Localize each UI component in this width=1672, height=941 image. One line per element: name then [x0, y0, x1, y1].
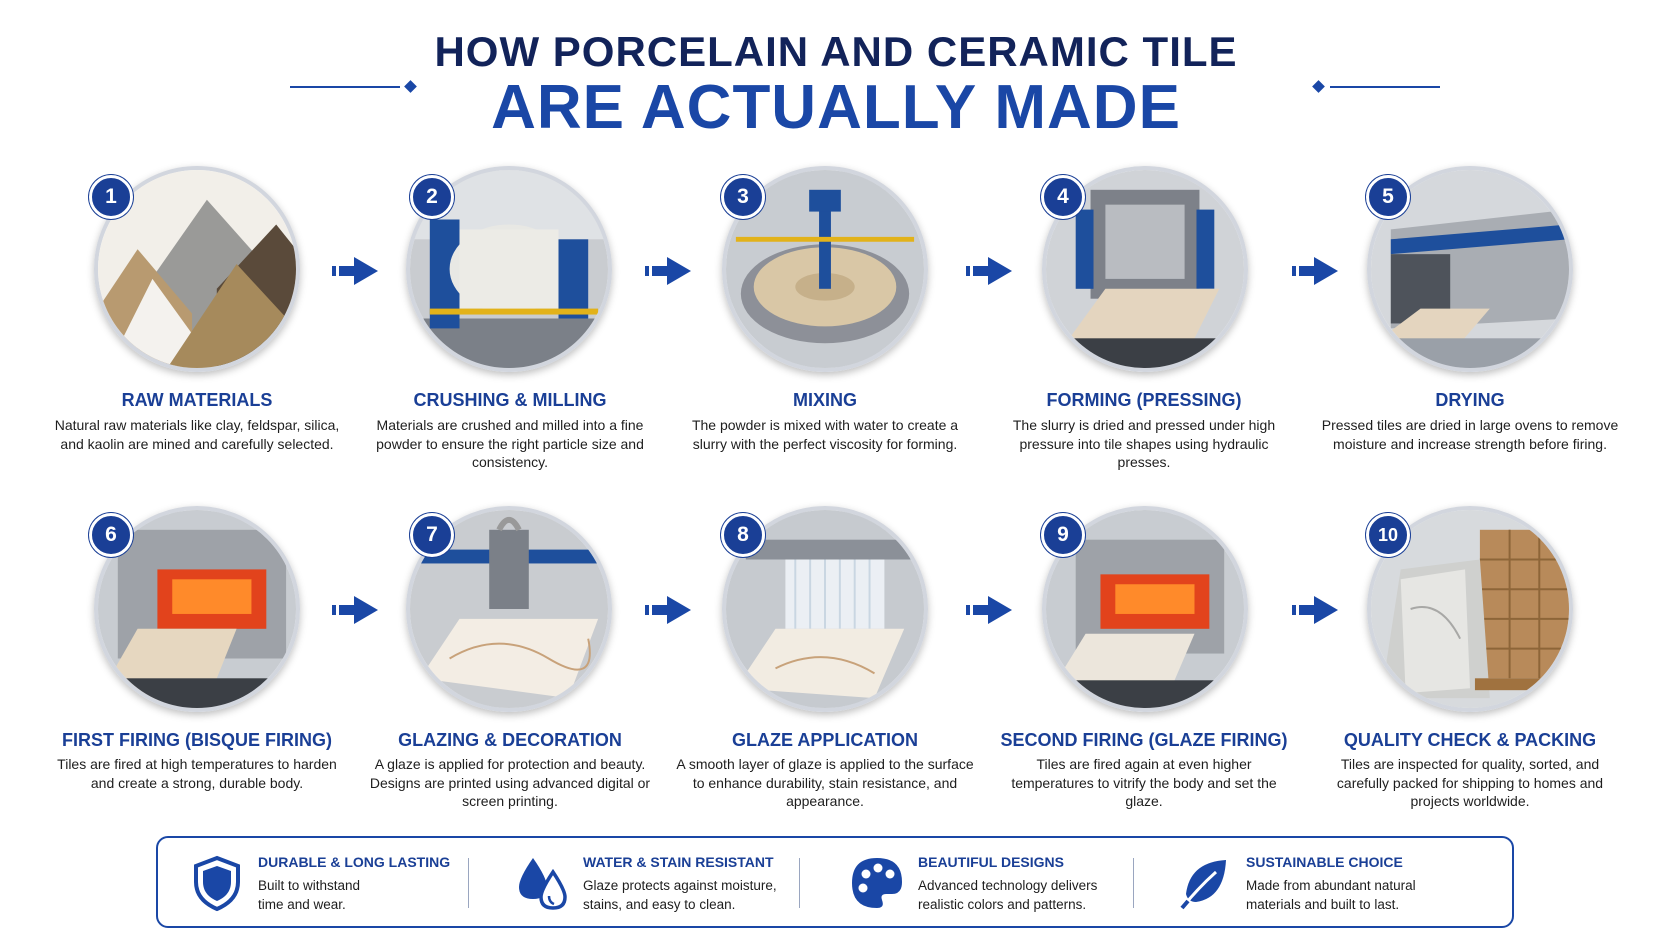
step-7-number-badge: 7: [410, 513, 454, 557]
step-8-description: A smooth layer of glaze is applied to th…: [676, 756, 974, 809]
step-4-title: FORMING (PRESSING): [1046, 390, 1242, 410]
step-2-image-ball-mill: [406, 166, 612, 372]
benefit-designs-description: Advanced technology delivers realistic c…: [918, 876, 1148, 914]
benefit-divider: [1133, 858, 1134, 908]
arrow-right-icon: [1292, 596, 1338, 624]
step-7-description: A glaze is applied for protection and be…: [369, 756, 651, 809]
benefit-designs-title: BEAUTIFUL DESIGNS: [918, 854, 1064, 870]
step-10-image-packed-pallets: [1367, 506, 1573, 712]
step-8-number-badge: 8: [721, 513, 765, 557]
arrow-right-icon: [332, 596, 378, 624]
benefit-durable-description: Built to withstand time and wear.: [258, 876, 488, 914]
benefit-water-line1: Glaze protects against moisture,: [583, 878, 777, 893]
benefit-sustainable-title: SUSTAINABLE CHOICE: [1246, 854, 1403, 870]
step-8-title: GLAZE APPLICATION: [732, 730, 918, 750]
benefit-durable: DURABLE & LONG LASTING Built to withstan…: [158, 838, 488, 926]
benefits-panel: DURABLE & LONG LASTING Built to withstan…: [156, 836, 1514, 928]
step-1-image-raw-materials: [94, 166, 300, 372]
benefit-sustainable: SUSTAINABLE CHOICE Made from abundant na…: [1146, 838, 1476, 926]
step-10-number-badge: 10: [1366, 513, 1410, 557]
leaf-icon: [1180, 860, 1226, 910]
benefit-divider: [799, 858, 800, 908]
benefit-water-resistant: WATER & STAIN RESISTANT Glaze protects a…: [483, 838, 813, 926]
benefit-water-description: Glaze protects against moisture, stains,…: [583, 876, 813, 914]
benefit-durable-line1: Built to withstand: [258, 878, 361, 893]
benefit-designs-line2: realistic colors and patterns.: [918, 897, 1087, 912]
step-4-number-badge: 4: [1041, 175, 1085, 219]
step-3-number-badge: 3: [721, 175, 765, 219]
step-6-title: FIRST FIRING (BISQUE FIRING): [62, 730, 332, 750]
step-1-title: RAW MATERIALS: [121, 390, 273, 410]
step-10-description: Tiles are inspected for quality, sorted,…: [1336, 756, 1604, 809]
step-3-description: The powder is mixed with water to create…: [691, 417, 959, 452]
step-1-number-badge: 1: [89, 175, 133, 219]
step-6-number-badge: 6: [89, 513, 133, 557]
water-drops-icon: [519, 858, 567, 910]
step-10-title: QUALITY CHECK & PACKING: [1343, 730, 1597, 750]
arrow-right-icon: [645, 257, 691, 285]
benefit-divider: [468, 858, 469, 908]
arrow-right-icon: [966, 596, 1012, 624]
benefit-sustainable-line2: materials and built to last.: [1246, 897, 1400, 912]
title-divider-left: [290, 86, 400, 88]
step-9-title: SECOND FIRING (GLAZE FIRING): [1000, 730, 1288, 750]
benefit-sustainable-line1: Made from abundant natural: [1246, 878, 1416, 893]
benefit-water-title: WATER & STAIN RESISTANT: [583, 854, 774, 870]
step-6-description: Tiles are fired at high temperatures to …: [57, 756, 337, 791]
benefit-sustainable-description: Made from abundant natural materials and…: [1246, 876, 1476, 914]
benefit-designs: BEAUTIFUL DESIGNS Advanced technology de…: [818, 838, 1148, 926]
step-5-image-drying-oven: [1367, 166, 1573, 372]
step-2-number-badge: 2: [410, 175, 454, 219]
page-title-line2: ARE ACTUALLY MADE: [491, 73, 1181, 142]
benefit-designs-line1: Advanced technology delivers: [918, 878, 1098, 893]
arrow-right-icon: [1292, 257, 1338, 285]
step-4-description: The slurry is dried and pressed under hi…: [1012, 417, 1276, 470]
arrow-right-icon: [966, 257, 1012, 285]
step-2-description: Materials are crushed and milled into a …: [376, 417, 644, 470]
arrow-right-icon: [332, 257, 378, 285]
arrow-right-icon: [645, 596, 691, 624]
benefit-durable-title: DURABLE & LONG LASTING: [258, 854, 451, 870]
title-divider-right: [1330, 86, 1440, 88]
step-5-description: Pressed tiles are dried in large ovens t…: [1321, 417, 1619, 452]
step-9-description: Tiles are fired again at even higher tem…: [1011, 756, 1277, 809]
step-2-title: CRUSHING & MILLING: [413, 390, 607, 410]
benefit-durable-line2: time and wear.: [258, 897, 346, 912]
palette-icon: [852, 858, 902, 908]
step-5-number-badge: 5: [1366, 175, 1410, 219]
step-3-title: MIXING: [792, 390, 857, 410]
step-5-title: DRYING: [1435, 390, 1505, 410]
step-1-description: Natural raw materials like clay, feldspa…: [54, 417, 340, 452]
step-9-number-badge: 9: [1041, 513, 1085, 557]
step-7-title: GLAZING & DECORATION: [398, 730, 622, 750]
shield-icon: [194, 855, 240, 912]
page-title-line1: HOW PORCELAIN AND CERAMIC TILE: [434, 28, 1238, 75]
benefit-water-line2: stains, and easy to clean.: [583, 897, 736, 912]
